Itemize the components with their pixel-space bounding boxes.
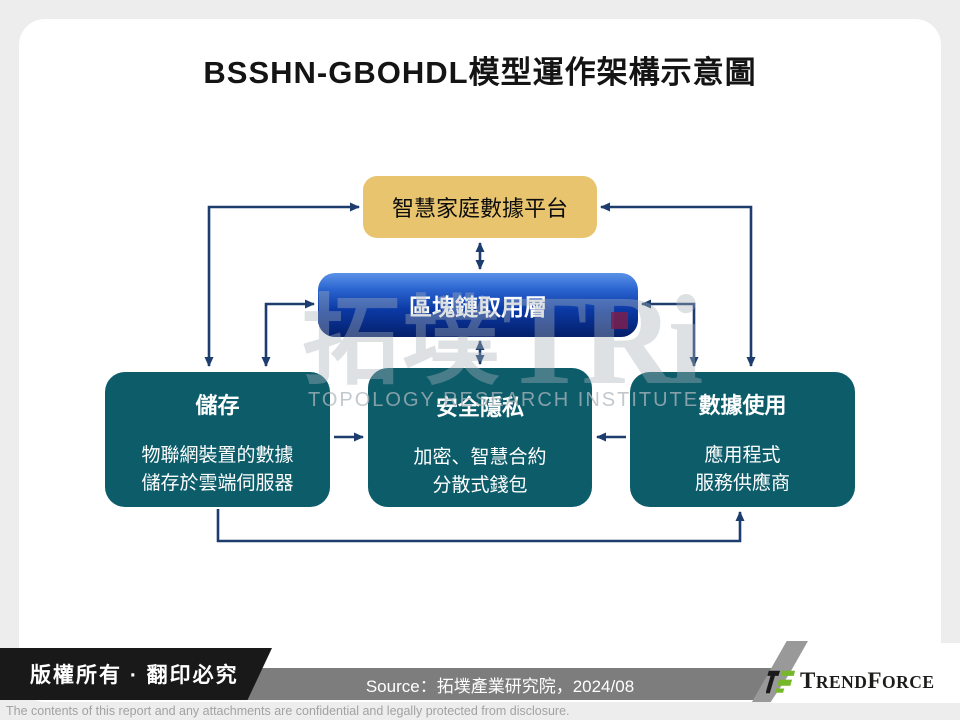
- storage-title: 儲存: [195, 393, 240, 418]
- usage-body: 應用程式 服務供應商: [695, 442, 790, 498]
- storage-line-1: 物聯網裝置的數據: [141, 445, 294, 466]
- logo-orce: ORCE: [882, 672, 935, 692]
- arrow-usage-platform: [600, 202, 756, 367]
- security-line-1: 加密、智慧合約: [413, 447, 547, 468]
- logo-letter-f: F: [867, 668, 882, 693]
- trendforce-logo-icon: [766, 670, 796, 694]
- arrow-storage-platform: [204, 202, 360, 367]
- storage-line-2: 儲存於雲端伺服器: [141, 473, 294, 494]
- arrow-storage-usage-loop: [216, 509, 745, 543]
- usage-line-1: 應用程式: [704, 445, 781, 466]
- logo-letter-t: T: [800, 668, 816, 693]
- platform-box: 智慧家庭數據平台: [363, 176, 597, 238]
- usage-title: 數據使用: [698, 393, 787, 418]
- arrow-usage-blockchain: [641, 299, 699, 367]
- storage-body: 物聯網裝置的數據 儲存於雲端伺服器: [141, 442, 293, 498]
- security-title: 安全隱私: [435, 395, 524, 420]
- disclaimer-text: The contents of this report and any atta…: [6, 704, 570, 718]
- copyright-label: 版權所有 · 翻印必究: [30, 664, 239, 687]
- usage-line-2: 服務供應商: [694, 473, 790, 494]
- blockchain-label: 區塊鏈取用層: [409, 294, 547, 320]
- security-line-2: 分散式錢包: [432, 475, 528, 496]
- trendforce-logo-text: T REND F ORCE: [800, 666, 935, 696]
- logo-rend: REND: [815, 672, 868, 692]
- platform-label: 智慧家庭數據平台: [391, 196, 568, 221]
- security-body: 加密、智慧合約 分散式錢包: [413, 444, 546, 500]
- storage-box: 儲存 物聯網裝置的數據 儲存於雲端伺服器: [105, 372, 330, 507]
- security-box: 安全隱私 加密、智慧合約 分散式錢包: [368, 368, 592, 507]
- arrow-storage-blockchain: [261, 299, 315, 367]
- blockchain-box: 區塊鏈取用層: [318, 273, 638, 337]
- usage-box: 數據使用 應用程式 服務供應商: [630, 372, 855, 507]
- page-title: BSSHN-GBOHDL模型運作架構示意圖: [203, 55, 757, 90]
- copyright-ribbon: 版權所有 · 翻印必究: [0, 648, 272, 700]
- source-label: Source：拓墣產業研究院，2024/08: [365, 676, 635, 696]
